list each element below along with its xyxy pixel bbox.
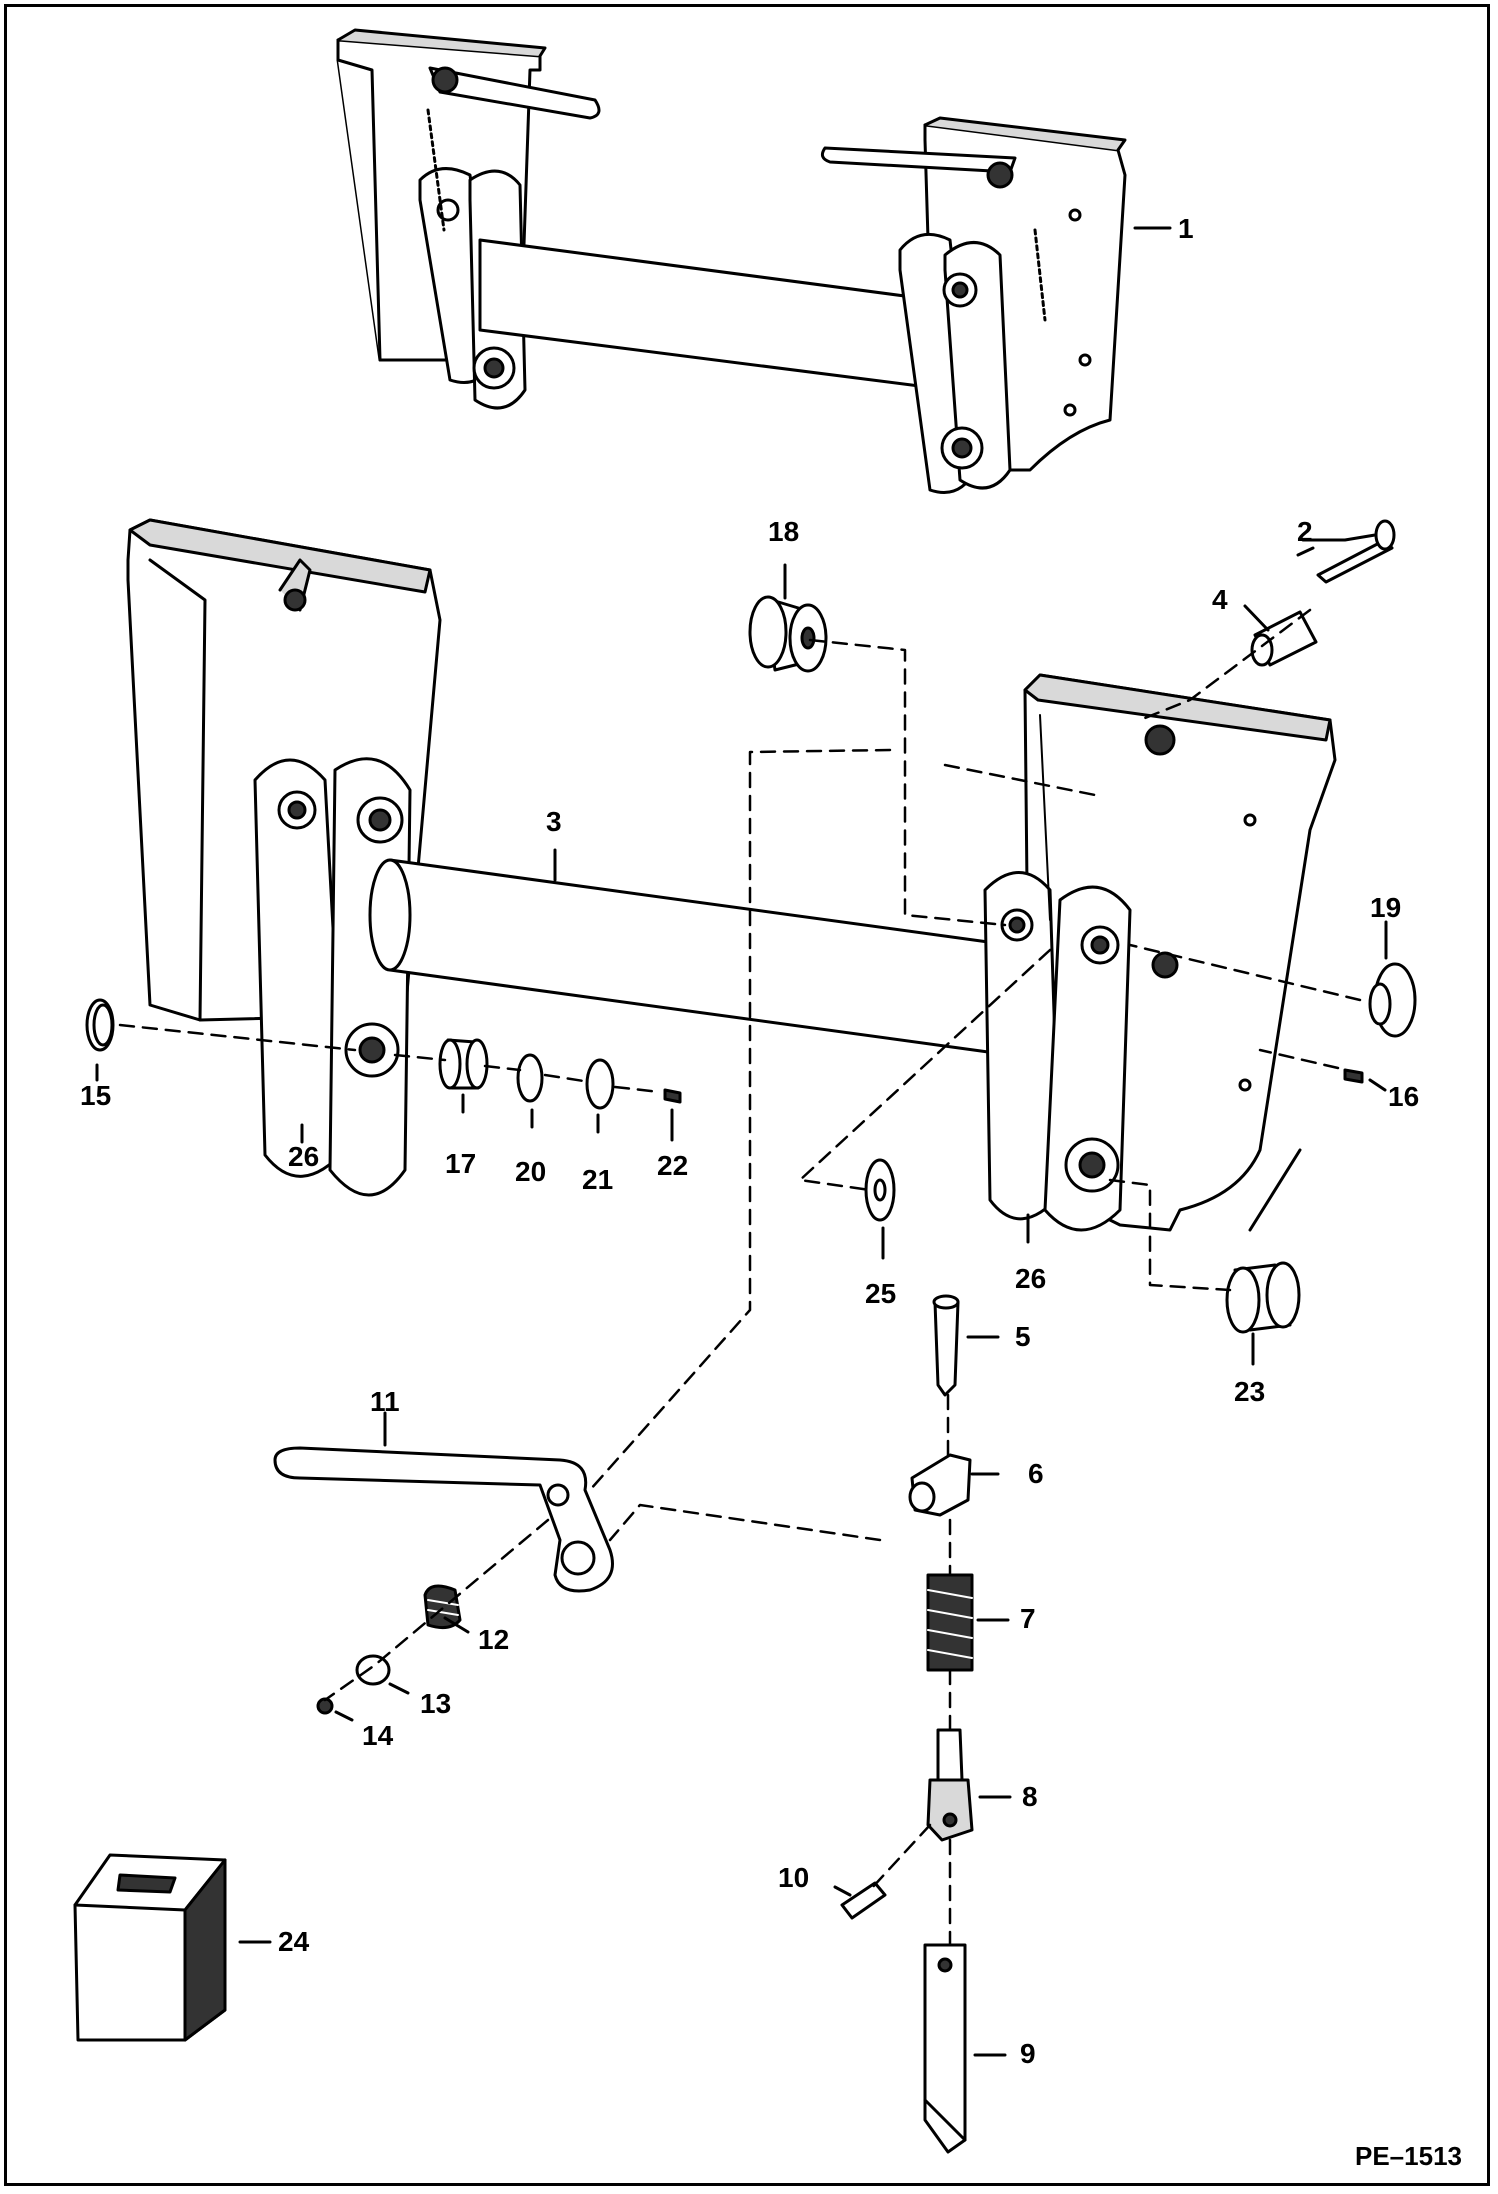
part-8-latch-collar (926, 1728, 974, 1842)
figure-id: PE–1513 (1355, 2141, 1462, 2171)
callout-3: 3 (546, 806, 562, 837)
part-18-spacer (748, 595, 828, 673)
callout-23: 23 (1234, 1376, 1266, 1407)
callout-10: 10 (778, 1862, 810, 1893)
callout-25: 25 (865, 1278, 897, 1309)
callout-12: 12 (478, 1624, 510, 1655)
part-21-ring (585, 1058, 615, 1110)
callout-2: 2 (1297, 516, 1313, 547)
part-5-pin (932, 1294, 960, 1397)
part-13-washer (355, 1654, 391, 1686)
callout-7: 7 (1020, 1603, 1036, 1634)
callout-21: 21 (582, 1164, 614, 1195)
callout-18: 18 (768, 516, 800, 547)
callout-9: 9 (1020, 2038, 1036, 2069)
part-16-grease-fitting (1343, 1068, 1364, 1084)
part-15-ring (85, 998, 115, 1052)
callout-11: 11 (370, 1386, 400, 1417)
callout-15: 15 (80, 1080, 112, 1111)
part-1-complete-assembly (336, 28, 1127, 494)
part-3-mounting-frame (126, 518, 1337, 1232)
callout-14: 14 (362, 1720, 394, 1751)
callout-16: 16 (1388, 1081, 1420, 1112)
part-7-spring (926, 1573, 974, 1672)
leader-lines (95, 226, 1388, 2057)
part-6-pivot-block (908, 1453, 972, 1517)
part-9-wedge-pin (923, 1943, 967, 2154)
part-10-roll-pin (840, 1881, 887, 1920)
part-19-spacer (1368, 962, 1417, 1038)
callout-22: 22 (657, 1150, 689, 1181)
part-25-washer (864, 1158, 896, 1222)
callout-1: 1 (1178, 213, 1194, 244)
callout-6: 6 (1028, 1458, 1044, 1489)
part-22-grease-fitting (663, 1088, 682, 1104)
callout-26-right: 26 (1015, 1263, 1047, 1294)
part-11-handle (273, 1446, 614, 1593)
part-17-bushing (438, 1038, 489, 1090)
part-24-decal-kit (73, 1853, 227, 2042)
assembly-lines (118, 608, 1362, 1947)
callout-24: 24 (278, 1926, 310, 1957)
part-12-spring (423, 1584, 462, 1630)
callout-17: 17 (445, 1148, 477, 1179)
part-2-bolt (1301, 519, 1396, 584)
part-20-ring (516, 1053, 544, 1103)
callout-26-left: 26 (288, 1141, 320, 1172)
callout-13: 13 (420, 1688, 452, 1719)
callout-5: 5 (1015, 1321, 1031, 1352)
callout-8: 8 (1022, 1781, 1038, 1812)
part-23-bushing (1225, 1261, 1301, 1334)
callout-19: 19 (1370, 892, 1402, 923)
callout-20: 20 (515, 1156, 547, 1187)
callout-4: 4 (1212, 584, 1228, 615)
part-4-bushing (1250, 610, 1318, 667)
